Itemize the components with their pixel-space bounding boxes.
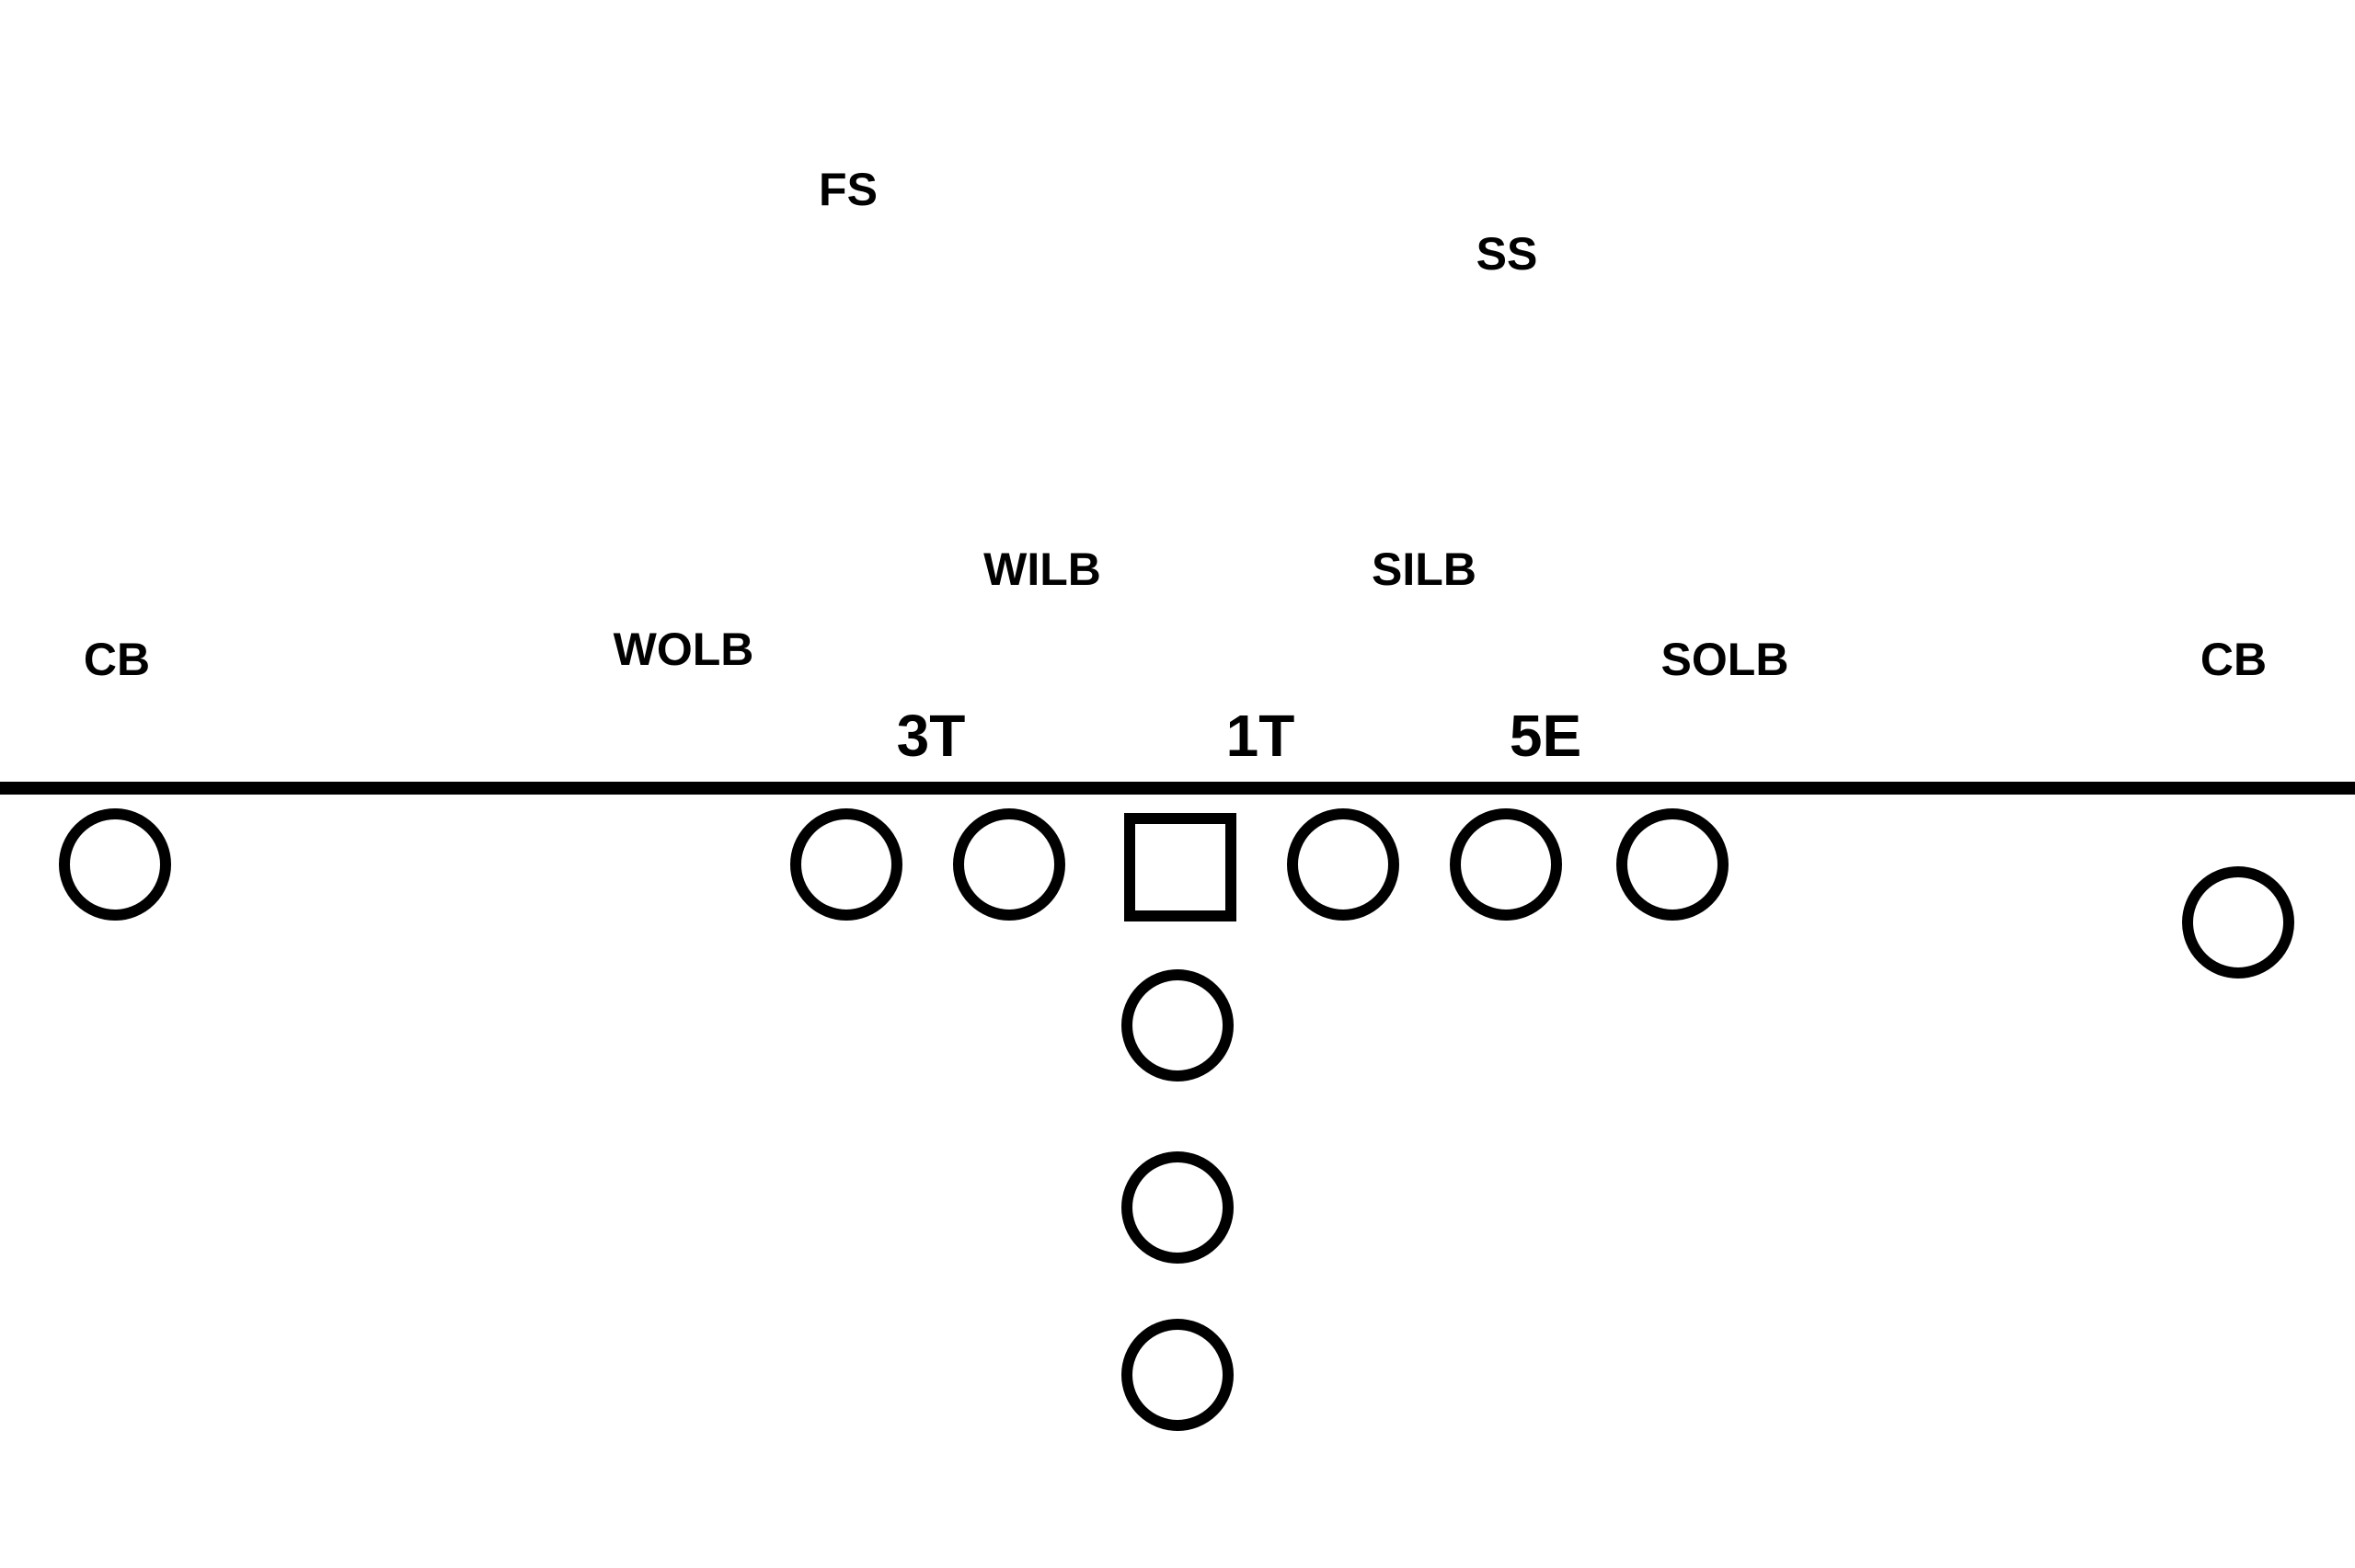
label-3-technique: 3T [897,703,966,769]
label-weak-outside-linebacker: WOLB [614,624,754,675]
player-fullback [1121,1151,1234,1264]
player-left-tackle [790,808,902,921]
label-5-technique-end: 5E [1510,703,1581,769]
label-weak-inside-linebacker: WILB [983,544,1101,595]
label-1-technique: 1T [1226,703,1295,769]
player-tight-end [1616,808,1729,921]
label-free-safety: FS [819,164,878,215]
player-quarterback [1121,969,1234,1082]
player-center [1124,813,1236,921]
player-tailback [1121,1319,1234,1431]
label-strong-safety: SS [1476,228,1538,280]
player-wide-receiver-right [2182,866,2294,979]
player-right-tackle [1450,808,1562,921]
label-strong-outside-linebacker: SOLB [1661,634,1789,685]
player-right-guard [1287,808,1399,921]
label-cornerback-right: CB [2200,634,2267,685]
label-cornerback-left: CB [84,634,150,685]
label-strong-inside-linebacker: SILB [1372,544,1476,595]
player-wide-receiver-left [59,808,171,921]
player-left-guard [953,808,1065,921]
